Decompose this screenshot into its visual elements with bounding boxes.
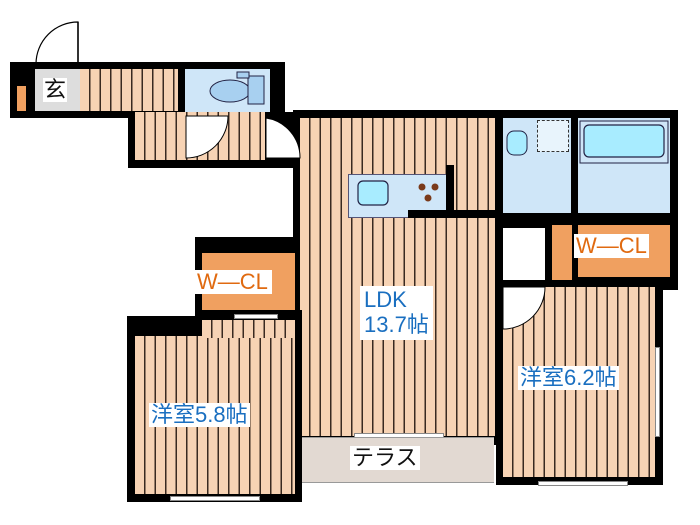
entrance-door-icon <box>35 21 79 65</box>
ldk-door-icon <box>265 117 301 159</box>
window <box>538 481 628 486</box>
washbasin-icon <box>506 130 528 156</box>
closet-right-side <box>552 225 572 285</box>
ldk-floor <box>300 118 495 436</box>
entrance-label: 玄 <box>43 77 68 102</box>
ldk-size: 13.7帖 <box>364 312 429 337</box>
western-room-1-label: 洋室5.8帖 <box>149 402 250 427</box>
ldk-label: LDK 13.7帖 <box>360 286 433 340</box>
corridor-floor <box>80 69 178 111</box>
western-room-2-label: 洋室6.2帖 <box>518 365 619 390</box>
closet-door <box>234 314 278 319</box>
closet-left-label: W—CL <box>193 270 272 294</box>
room-2-door-icon <box>502 286 546 330</box>
closet-right-label: W—CL <box>574 233 649 258</box>
window <box>170 496 260 501</box>
western-room-1-floor <box>202 320 295 338</box>
ldk-name: LDK <box>364 287 407 312</box>
shoe-box <box>17 86 26 111</box>
window <box>655 347 660 437</box>
stove-icon <box>418 183 439 202</box>
bathtub-icon <box>579 120 669 164</box>
toilet-door-icon <box>185 115 229 159</box>
terrace-label: テラス <box>350 445 420 470</box>
wall <box>408 210 503 218</box>
kitchen-sink-icon <box>357 180 389 206</box>
wall <box>446 165 454 217</box>
washing-machine-icon <box>537 120 569 152</box>
toilet-icon <box>209 71 265 105</box>
